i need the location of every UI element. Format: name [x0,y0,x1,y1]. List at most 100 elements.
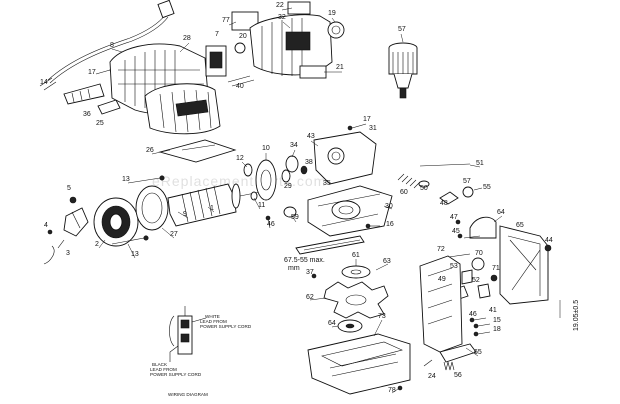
screw-13a [127,175,165,184]
cord-clamp [97,99,121,115]
part-label-p13b: 13 [131,251,139,258]
fan-baffle [135,185,169,231]
part-label-p59: 59 [291,214,299,221]
cutter-blade [311,265,389,319]
field-coil [93,197,139,247]
part-label-p28: 28 [183,35,191,42]
part-label-p64: 64 [497,209,505,216]
part-label-p7: 7 [215,31,219,38]
part-label-p45: 45 [452,228,460,235]
part-label-p53: 53 [450,263,458,270]
part-label-p48: 48 [440,200,448,207]
dimension-label: 19.05±0.5 [573,300,580,331]
part-label-p51: 51 [476,160,484,167]
spring-56 [443,361,455,371]
part-label-p8: 8 [110,42,114,49]
part-label-p13a: 13 [122,176,130,183]
screw-16 [365,223,380,229]
part-label-p44: 44 [545,237,553,244]
brush-lead [43,229,65,265]
part-label-p46b: 46 [469,311,477,318]
part-label-p24: 24 [428,373,436,380]
black-note-line-1: BLACK [152,362,168,367]
part-label-p49: 49 [438,276,446,283]
baffle-plate [158,139,237,163]
part-label-p9: 9 [183,211,187,218]
part-label-p50: 50 [420,185,428,192]
part-label-p14: 14 [40,79,48,86]
part-label-p60: 60 [400,189,408,196]
strain-relief [63,83,105,105]
watermark-text: eReplacementParts.com [152,173,326,189]
part-label-p71: 71 [492,265,500,272]
part-label-p3: 3 [66,250,70,257]
part-label-p17b: 17 [363,116,371,123]
part-label-p63: 63 [383,258,391,265]
black-note-line-3: POWER SUPPLY CORD [150,372,202,377]
part-label-p15: 15 [493,317,501,324]
blade-washer [337,319,363,333]
gear-housing-base [307,185,393,237]
part-label-p61: 61 [352,252,360,259]
white-note-line-2: LEAD FROM [200,319,227,324]
part-label-p43: 43 [307,133,315,140]
power-cord [39,0,175,91]
part-label-p73: 73 [378,313,386,320]
part-label-p52: 52 [472,277,480,284]
part-label-p41: 41 [489,307,497,314]
part-label-p64b: 64 [328,320,336,327]
leader-lines [98,7,503,394]
part-label-p56: 56 [454,372,462,379]
max-depth-line-2: mm [288,265,300,272]
part-label-p78: 78 [388,387,396,394]
part-label-p38: 38 [305,159,313,166]
black-lead-note: BLACK LEAD FROM POWER SUPPLY CORD [150,362,202,377]
lock-knob [462,186,483,198]
handle-housing [144,83,221,135]
part-label-p20: 20 [239,33,247,40]
part-label-p35: 35 [323,180,331,187]
part-label-p18: 18 [493,326,501,333]
part-label-p65b: 65 [474,349,482,356]
part-label-p22: 22 [276,2,284,9]
spacer-bushing [265,206,297,229]
wiring-diagram [169,306,207,362]
part-label-p31: 31 [369,125,377,132]
part-label-p55: 55 [483,184,491,191]
part-label-p29: 29 [284,183,292,190]
motor-can [249,1,345,79]
part-label-p37: 37 [306,269,314,276]
depth-gauge [295,235,365,255]
part-label-p10: 10 [262,145,270,152]
screw-78 [397,385,403,391]
bearing-set [281,155,308,183]
fence-screws [469,317,491,337]
part-label-p36: 36 [83,111,91,118]
white-note-line-1: WHITE [205,314,220,319]
knob-44 [544,244,552,262]
pin-24 [423,359,433,367]
switch-assembly [205,11,259,87]
part-label-p57b: 57 [463,178,471,185]
part-label-p70: 70 [475,250,483,257]
armature [167,183,261,227]
part-label-p30: 30 [385,203,393,210]
max-depth-line-1: 67.5-55 max. [284,257,325,264]
screw-13b [111,235,149,245]
white-lead-note: WHITE LEAD FROM POWER SUPPLY CORD [200,314,252,329]
part-label-p4: 4 [44,222,48,229]
part-label-p40: 40 [236,83,244,90]
gear-case [313,123,377,185]
part-label-p11: 11 [258,202,265,209]
part-label-p72: 72 [437,246,445,253]
white-note-line-3: POWER SUPPLY CORD [200,324,252,329]
adjusting-rod [397,163,471,205]
part-label-p25: 25 [96,120,104,127]
wiring-diagram-caption: WIRING DIAGRAM [168,392,208,397]
part-label-p57: 57 [398,26,406,33]
part-label-p2: 2 [95,241,99,248]
fence-frame [499,225,549,305]
